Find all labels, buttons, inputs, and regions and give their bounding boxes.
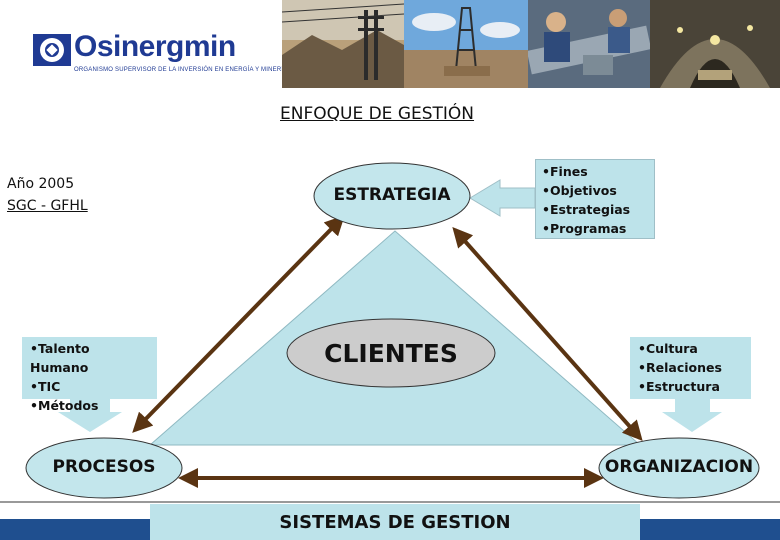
- organizacion-callout-arrow: [662, 399, 722, 432]
- estrategia-item: Estrategias: [542, 200, 648, 219]
- clientes-node: [286, 318, 496, 388]
- department-label: SGC - GFHL: [7, 198, 88, 214]
- estrategia-callout-arrow: [469, 179, 536, 217]
- footer-bar-left: [0, 519, 150, 540]
- procesos-item: Talento Humano: [30, 339, 149, 377]
- estrategia-label: ESTRATEGIA: [333, 185, 451, 205]
- mine-tunnel-photo: [650, 0, 780, 88]
- organizacion-item: Estructura: [638, 377, 743, 396]
- logo-mark-icon: [33, 34, 71, 66]
- estrategia-node: [313, 162, 471, 230]
- logo-name: Osinergmin: [74, 30, 236, 63]
- procesos-node: [25, 437, 183, 499]
- organizacion-label: ORGANIZACION: [604, 457, 754, 477]
- organizacion-items-box: Cultura Relaciones Estructura: [630, 337, 751, 399]
- estrategia-items-box: Fines Objetivos Estrategias Programas: [535, 159, 655, 239]
- estrategia-item: Objetivos: [542, 181, 648, 200]
- procesos-item: TIC: [30, 377, 149, 396]
- year-info: Año 2005 SGC - GFHL: [7, 173, 88, 217]
- footer-label-box: [150, 504, 640, 540]
- estrategia-item: Fines: [542, 162, 648, 181]
- page-title: ENFOQUE DE GESTIÓN: [280, 104, 475, 124]
- footer-bar-right: [640, 519, 780, 540]
- clientes-label: CLIENTES: [324, 339, 458, 368]
- power-lines-photo: [282, 0, 404, 88]
- year-label: Año 2005: [7, 176, 75, 192]
- procesos-item: Métodos: [30, 396, 149, 415]
- arrow-estrategia-organizacion: [452, 227, 643, 441]
- procesos-label: PROCESOS: [52, 457, 156, 477]
- arrow-estrategia-procesos: [132, 215, 345, 433]
- organizacion-node: [598, 437, 760, 499]
- pipeline-workers-photo: [528, 0, 650, 88]
- organizacion-item: Cultura: [638, 339, 743, 358]
- logo: Osinergmin ORGANISMO SUPERVISOR DE LA IN…: [32, 30, 287, 80]
- procesos-items-box: Talento Humano TIC Métodos: [22, 337, 157, 413]
- logo-tagline: ORGANISMO SUPERVISOR DE LA INVERSIÓN EN …: [74, 67, 288, 73]
- drilling-rig-photo: [404, 0, 528, 88]
- footer-label: SISTEMAS DE GESTION: [279, 512, 511, 533]
- organizacion-item: Relaciones: [638, 358, 743, 377]
- estrategia-item: Programas: [542, 219, 648, 238]
